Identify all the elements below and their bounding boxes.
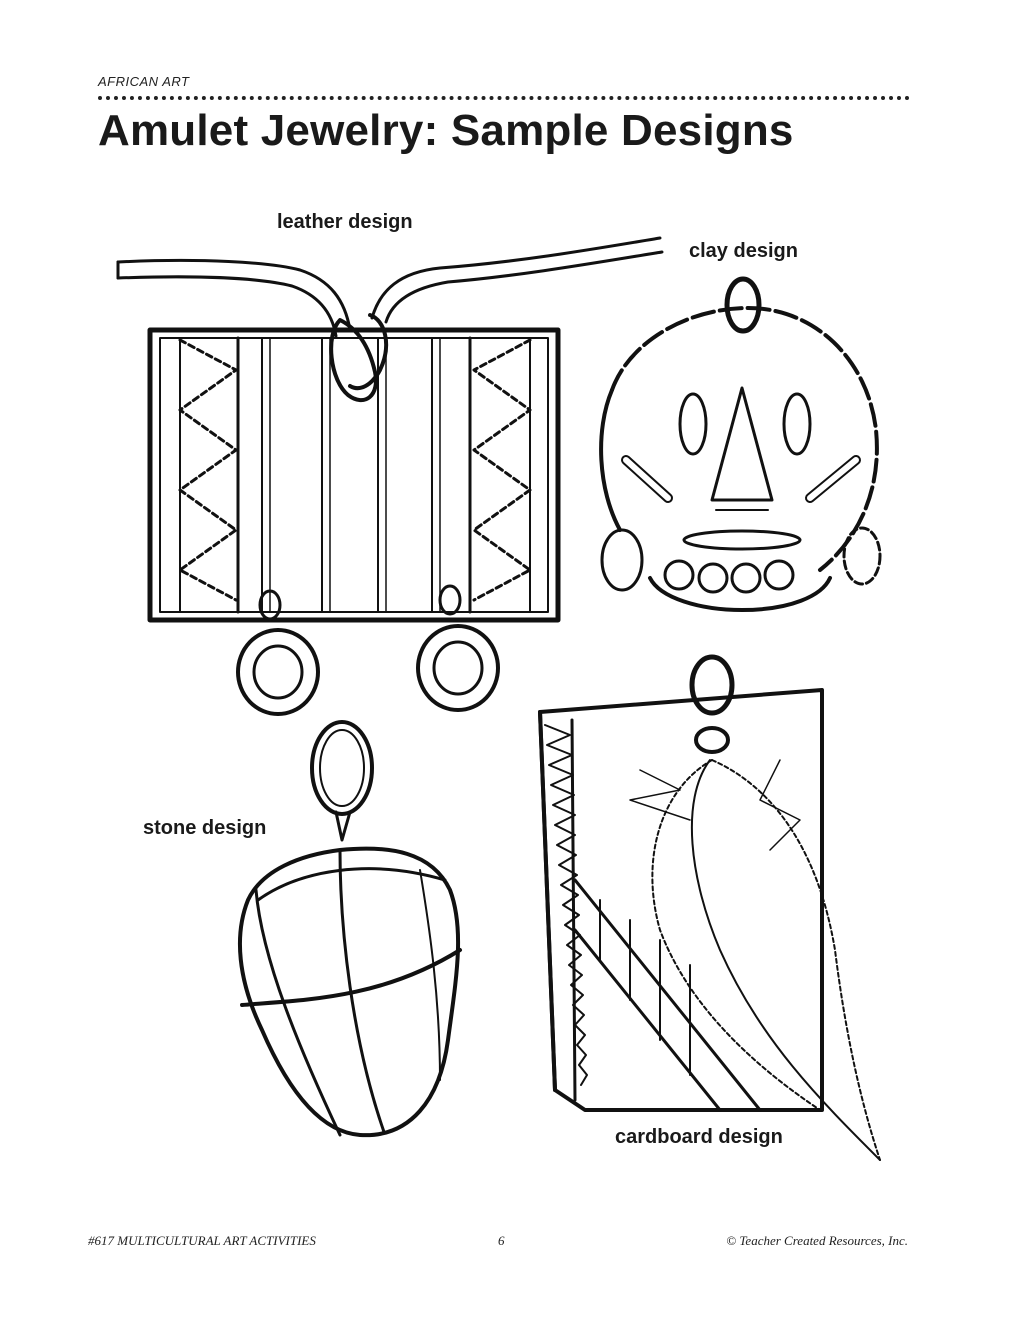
section-label: AFRICAN ART xyxy=(98,74,190,89)
cardboard-design-caption: cardboard design xyxy=(615,1126,783,1148)
cardboard-amulet-drawing xyxy=(538,654,881,1161)
footer-book-title: #617 MULTICULTURAL ART ACTIVITIES xyxy=(88,1233,316,1248)
stone-design-caption: stone design xyxy=(143,817,267,839)
footer-copyright: © Teacher Created Resources, Inc. xyxy=(726,1233,908,1248)
dotted-divider xyxy=(98,96,910,100)
clay-design-caption: clay design xyxy=(689,240,798,262)
leather-amulet-drawing xyxy=(116,236,664,716)
leather-design-caption: leather design xyxy=(277,211,413,233)
stone-amulet-drawing xyxy=(238,720,462,1138)
clay-amulet-drawing xyxy=(599,276,882,612)
page-number: 6 xyxy=(498,1233,505,1248)
page-title: Amulet Jewelry: Sample Designs xyxy=(98,106,794,155)
